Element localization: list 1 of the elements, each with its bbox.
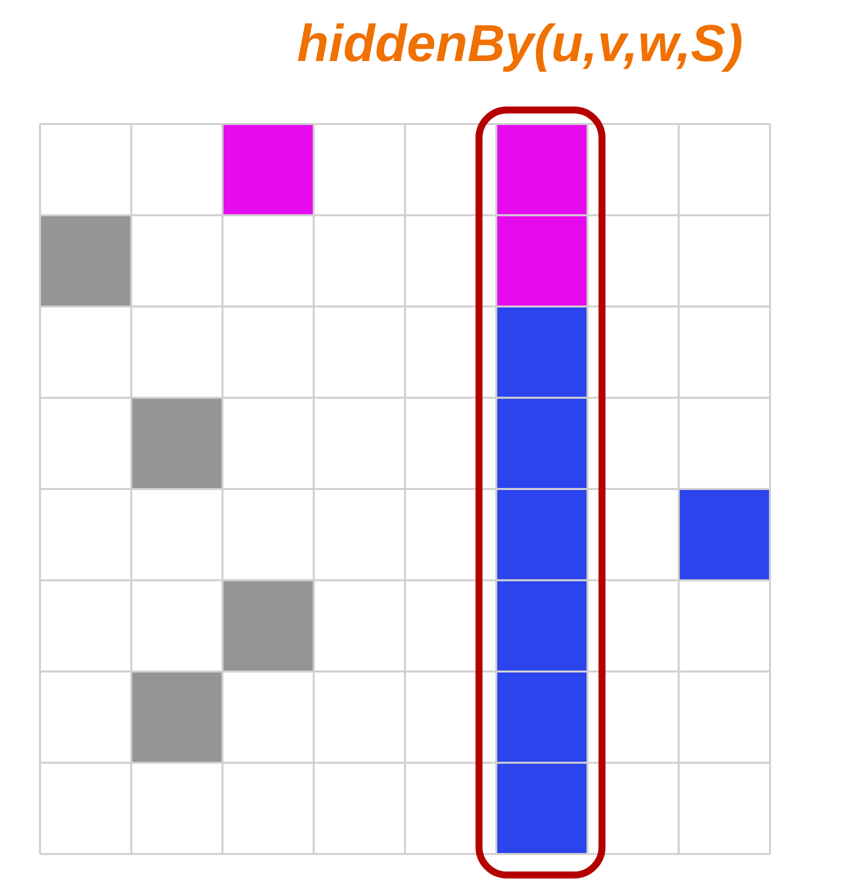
title-text: hiddenBy(u,v,w,S) xyxy=(296,14,744,75)
